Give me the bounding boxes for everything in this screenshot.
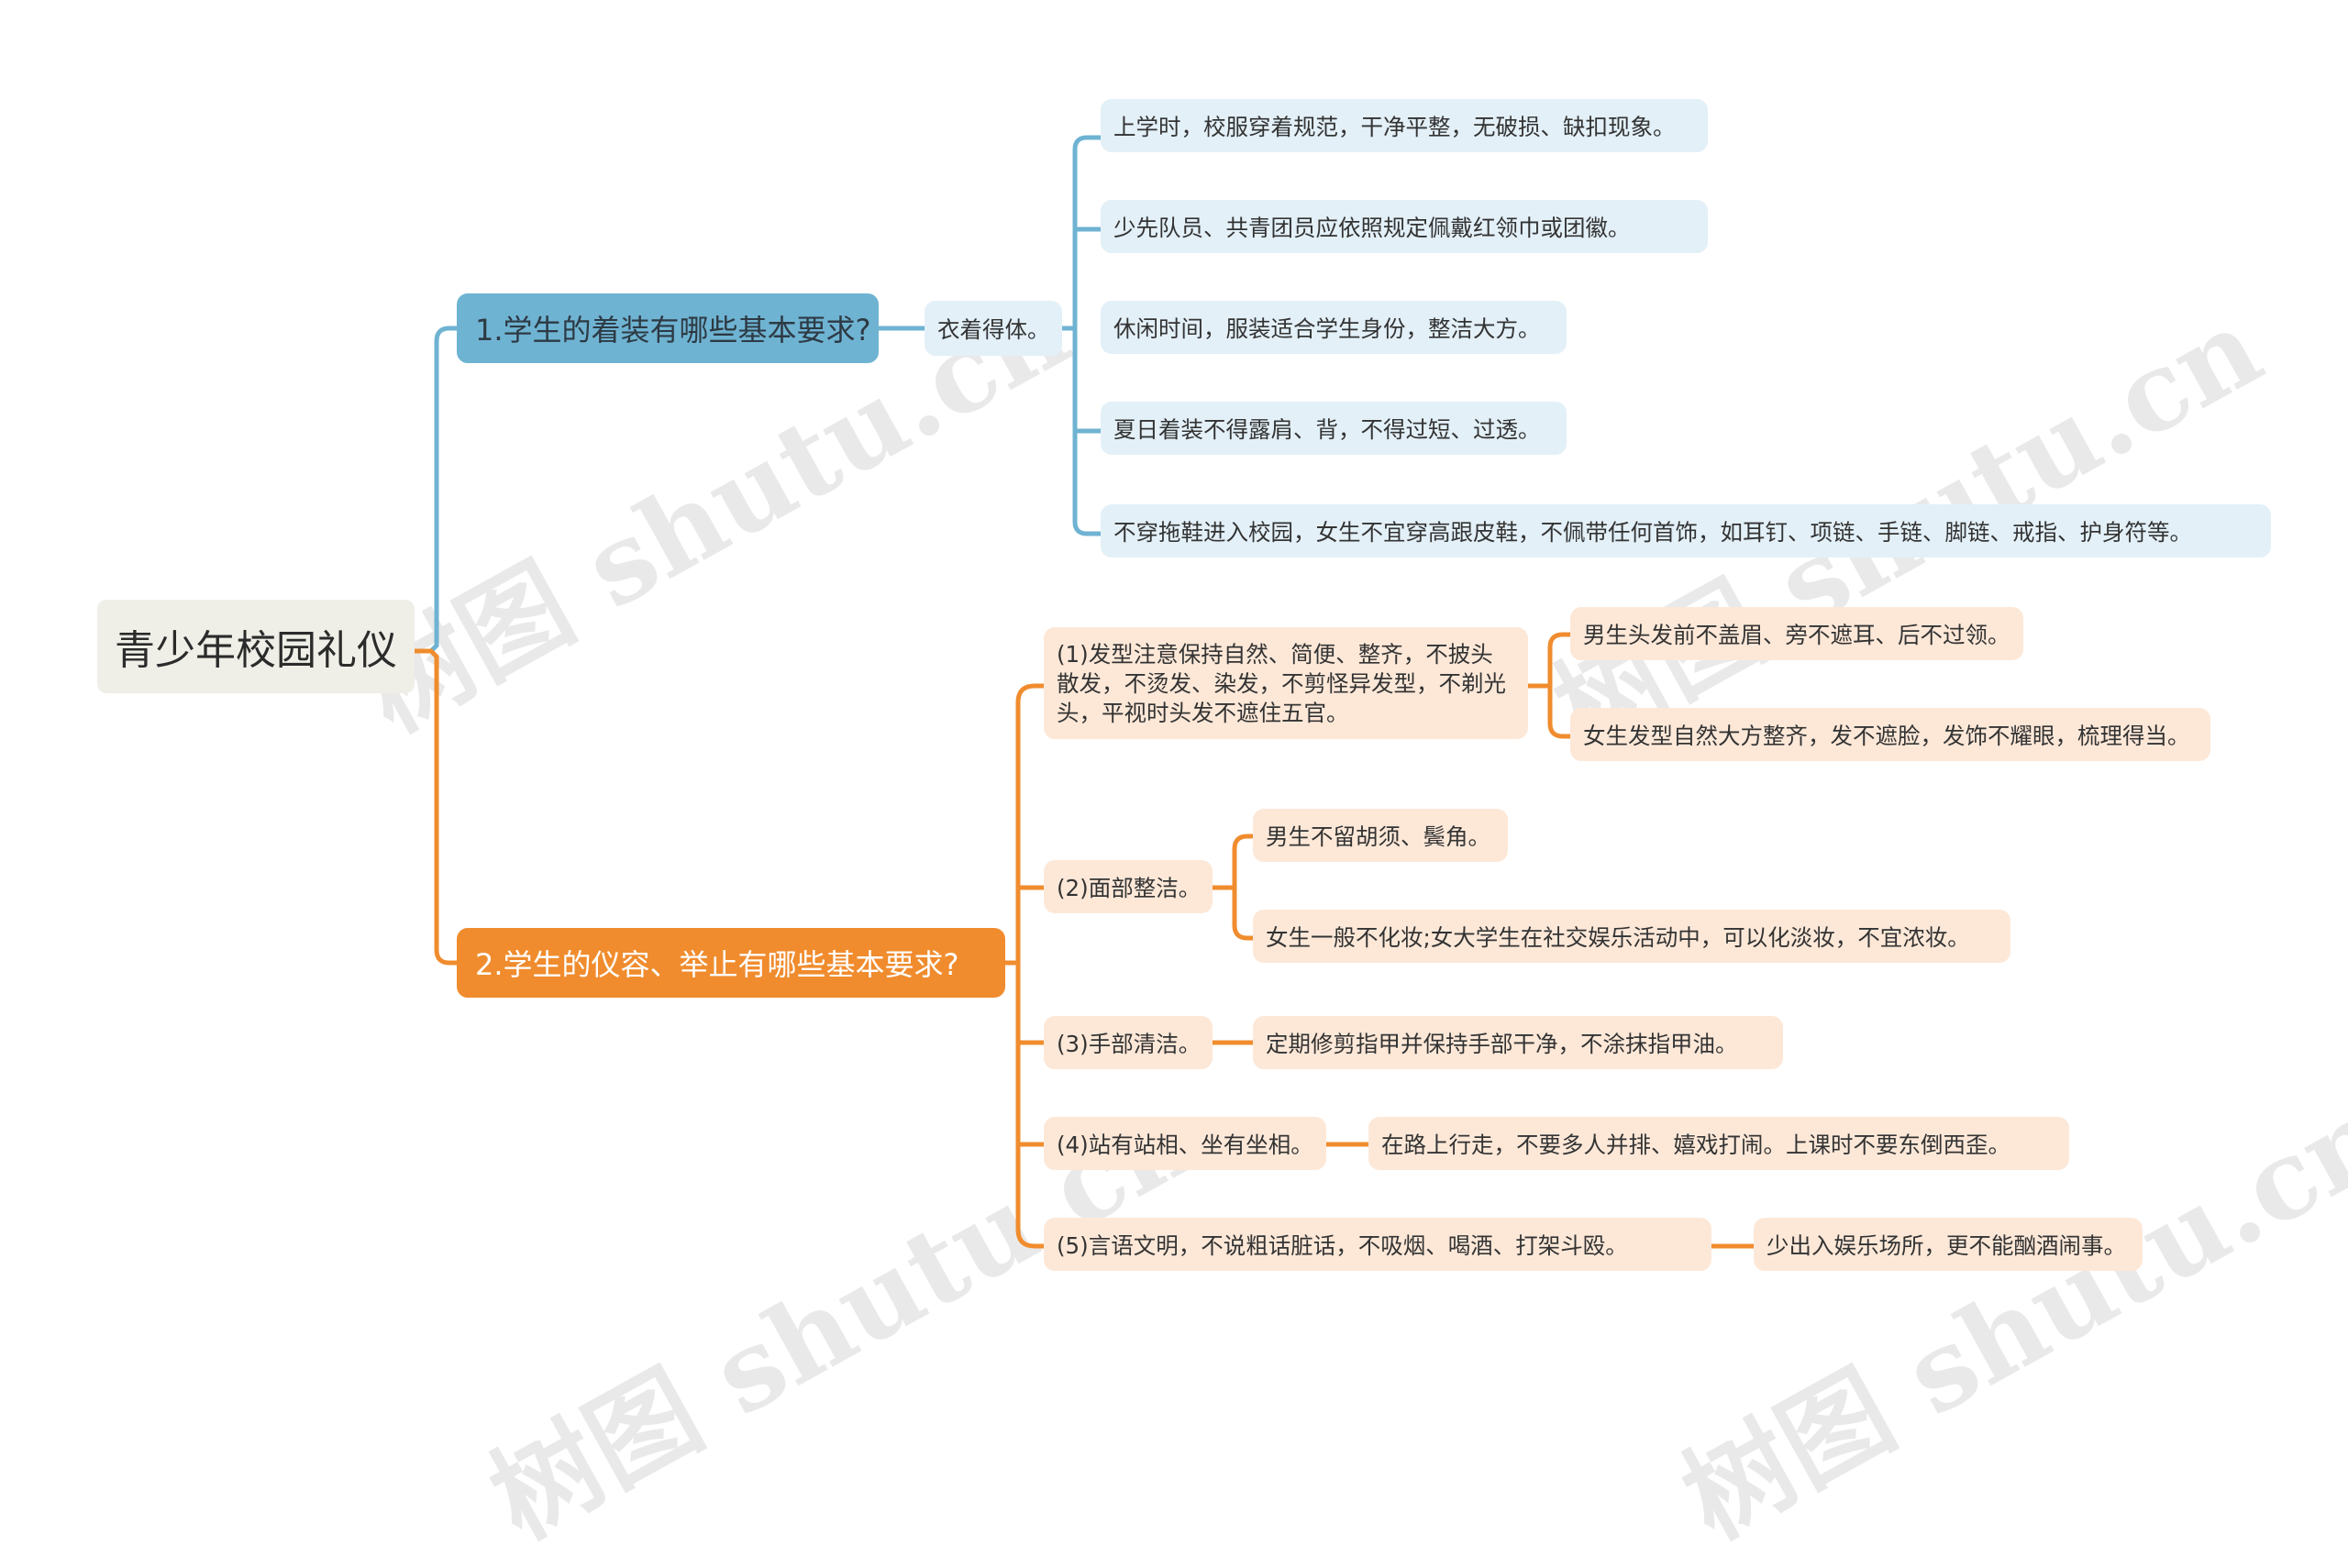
face-leaf-boys[interactable]: 男生不留胡须、鬓角。 (1253, 809, 1508, 862)
dress-leaf-summer[interactable]: 夏日着装不得露肩、背，不得过短、过透。 (1101, 402, 1567, 455)
dress-leaf-scarf[interactable]: 少先队员、共青团员应依照规定佩戴红领巾或团徽。 (1101, 200, 1708, 253)
dress-summary-node[interactable]: 衣着得体。 (925, 301, 1062, 356)
edge-root-branch1 (412, 326, 460, 654)
dress-leaf-uniform[interactable]: 上学时，校服穿着规范，干净平整，无破损、缺扣现象。 (1101, 99, 1708, 152)
connector-lines (412, 135, 1756, 1249)
appearance-item-hair[interactable]: (1)发型注意保持自然、简便、整齐，不披头散发，不烫发、染发，不剪怪异发型，不剃… (1044, 627, 1528, 739)
edge-item2-children (1210, 834, 1256, 941)
hair-leaf-boys[interactable]: 男生头发前不盖眉、旁不遮耳、后不过领。 (1570, 607, 2023, 660)
appearance-item-speech[interactable]: (5)言语文明，不说粗话脏话，不吸烟、喝酒、打架斗殴。 (1044, 1218, 1711, 1271)
hands-leaf[interactable]: 定期修剪指甲并保持手部干净，不涂抹指甲油。 (1253, 1016, 1783, 1069)
appearance-item-face[interactable]: (2)面部整洁。 (1044, 860, 1213, 913)
edge-root-branch2 (412, 648, 460, 966)
appearance-item-hands[interactable]: (3)手部清洁。 (1044, 1016, 1213, 1069)
face-leaf-girls[interactable]: 女生一般不化妆;女大学生在社交娱乐活动中，可以化淡妆，不宜浓妆。 (1253, 910, 2010, 963)
dress-leaf-leisure[interactable]: 休闲时间，服装适合学生身份，整洁大方。 (1101, 301, 1567, 354)
dress-leaf-accessories[interactable]: 不穿拖鞋进入校园，女生不宜穿高跟皮鞋，不佩带任何首饰，如耳钉、项链、手链、脚链、… (1101, 504, 2271, 558)
root-topic[interactable]: 青少年校园礼仪 (97, 600, 415, 693)
branch-appearance-requirements[interactable]: 2.学生的仪容、举止有哪些基本要求? (457, 928, 1005, 998)
hair-leaf-girls[interactable]: 女生发型自然大方整齐，发不遮脸，发饰不耀眼，梳理得当。 (1570, 708, 2210, 761)
posture-leaf[interactable]: 在路上行走，不要多人并排、嬉戏打闹。上课时不要东倒西歪。 (1368, 1117, 2069, 1170)
branch-dress-requirements[interactable]: 1.学生的着装有哪些基本要求? (457, 293, 879, 363)
appearance-item-posture[interactable]: (4)站有站相、坐有坐相。 (1044, 1117, 1326, 1170)
speech-leaf[interactable]: 少出入娱乐场所，更不能酗酒闹事。 (1754, 1218, 2143, 1271)
edge-item1-children (1525, 632, 1573, 739)
edge-child-leaves (1059, 135, 1103, 536)
edge-branch2-trunk (1002, 683, 1047, 1249)
